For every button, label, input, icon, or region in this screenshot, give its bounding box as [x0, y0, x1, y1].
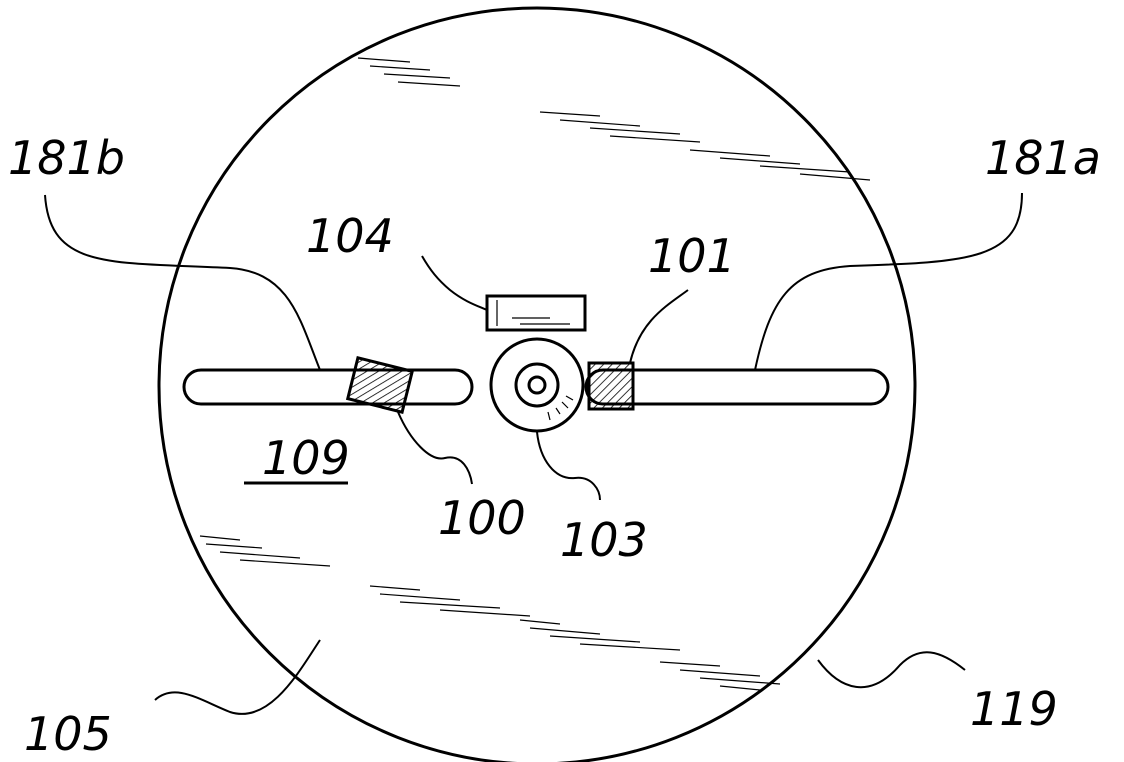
leader-181b	[44, 194, 321, 371]
leader-119	[817, 651, 966, 689]
label-103: 103	[560, 513, 648, 567]
disc	[157, 6, 917, 762]
label-104: 104	[306, 209, 394, 263]
slot-left	[182, 368, 474, 406]
block-104	[485, 294, 587, 332]
leader-101	[629, 289, 689, 364]
hub-inner-ring	[514, 362, 560, 408]
label-101: 101	[648, 229, 736, 283]
label-181a: 181a	[985, 131, 1101, 185]
surface-shading-marks	[199, 57, 871, 691]
leader-181a	[754, 192, 1023, 371]
hub-shading	[547, 395, 574, 421]
label-109: 109	[262, 431, 350, 485]
label-105: 105	[24, 707, 112, 761]
slot-right	[584, 368, 890, 406]
leader-104	[421, 255, 488, 311]
leader-103	[536, 431, 601, 501]
label-100: 100	[438, 491, 526, 545]
label-119: 119	[970, 682, 1058, 736]
leader-105	[154, 639, 321, 715]
block-104-shading	[496, 300, 570, 326]
hub-103	[489, 337, 585, 433]
block-100	[345, 356, 415, 414]
leader-100	[397, 411, 473, 485]
leader-lines	[44, 192, 1023, 715]
block-101	[587, 361, 635, 411]
hub-center-pin	[527, 375, 547, 395]
label-181b: 181b	[8, 131, 125, 185]
